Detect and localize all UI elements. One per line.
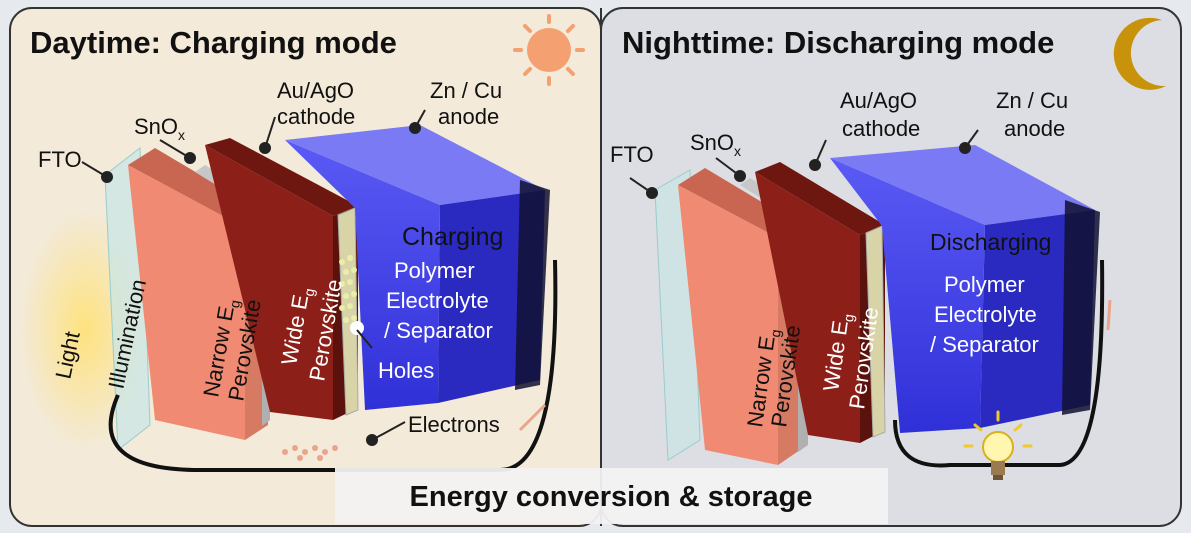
- night-anode-label-1: Zn / Cu: [996, 88, 1068, 113]
- night-anode-label-2: anode: [1004, 116, 1065, 141]
- night-snox-label: SnOx: [690, 130, 741, 159]
- night-title: Nighttime: Discharging mode: [622, 25, 1054, 60]
- night-electrolyte-block: [830, 158, 985, 433]
- electron-dots: [282, 445, 338, 461]
- night-electrolyte-label-2: Electrolyte: [934, 302, 1037, 327]
- day-electrolyte-label-2: Electrolyte: [386, 288, 489, 313]
- night-electrolyte-label-1: Polymer: [944, 272, 1025, 297]
- wide-eg-layer: [205, 145, 333, 420]
- day-arrow: [518, 403, 547, 432]
- moon-icon: [1113, 17, 1166, 90]
- night-electrolyte-label-3: / Separator: [930, 332, 1039, 357]
- night-cathode-layer: [865, 225, 886, 438]
- holes-marker: [350, 321, 364, 335]
- night-cathode-label-1: Au/AgO: [840, 88, 917, 113]
- day-snox-label: SnOx: [134, 114, 185, 143]
- night-circuit-wire: [893, 259, 1105, 468]
- night-wide-eg-layer: [755, 172, 860, 443]
- electrons-label: Electrons: [408, 412, 500, 437]
- day-title: Daytime: Charging mode: [30, 25, 397, 60]
- day-fto-label: FTO: [38, 147, 82, 172]
- anode-layer: [515, 180, 550, 390]
- discharging-label: Discharging: [930, 229, 1051, 255]
- night-arrow: [1106, 299, 1112, 331]
- holes-label: Holes: [378, 358, 434, 383]
- narrow-eg-layer: [128, 165, 245, 440]
- night-fto-label: FTO: [610, 142, 654, 167]
- day-electrolyte-label-1: Polymer: [394, 258, 475, 283]
- day-electrolyte-label-3: / Separator: [384, 318, 493, 343]
- holes-dots: [339, 255, 357, 323]
- night-anode-layer: [1062, 200, 1100, 415]
- night-pointers: [629, 129, 979, 199]
- electrolyte-block: [285, 140, 440, 410]
- day-cathode-label-2: cathode: [277, 104, 355, 129]
- caption-box: [335, 468, 888, 524]
- night-narrow-eg-layer: [678, 185, 778, 465]
- light-bulb-icon: [963, 410, 1033, 480]
- day-anode-label-1: Zn / Cu: [430, 78, 502, 103]
- day-pointers: [81, 109, 426, 446]
- day-anode-label-2: anode: [438, 104, 499, 129]
- day-cathode-label-1: Au/AgO: [277, 78, 354, 103]
- night-cathode-label-2: cathode: [842, 116, 920, 141]
- caption: Energy conversion & storage: [410, 481, 813, 513]
- sun-icon: [513, 14, 585, 86]
- charging-label: Charging: [402, 223, 503, 251]
